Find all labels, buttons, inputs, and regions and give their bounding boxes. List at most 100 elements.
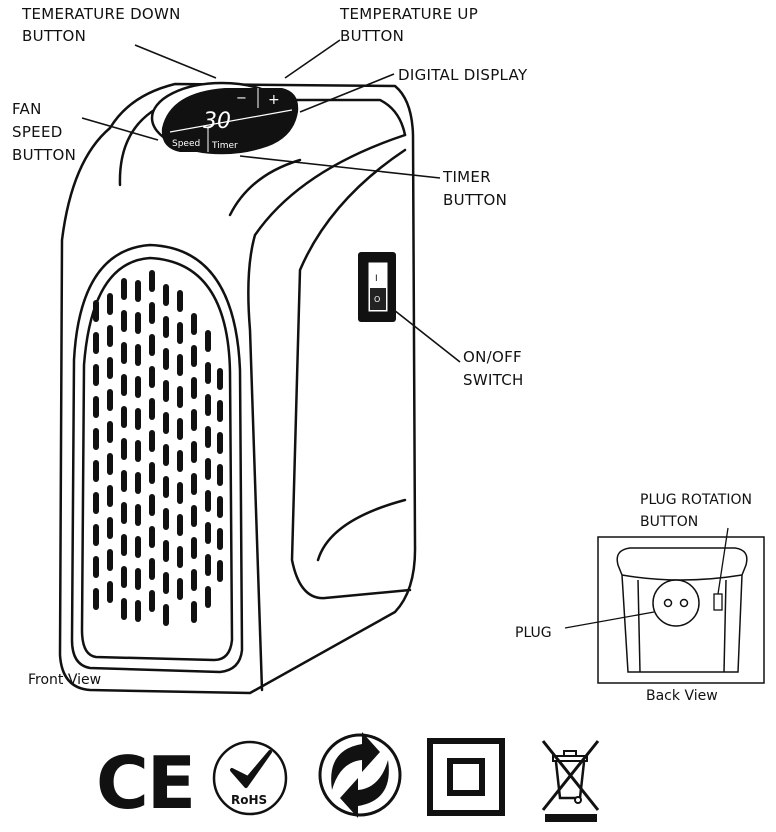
grille-slot <box>93 332 99 354</box>
grille-slot <box>135 376 141 398</box>
rohs-checkmark-icon <box>230 750 272 788</box>
timer-button-glyph[interactable]: Timer <box>211 141 238 151</box>
grille-slot <box>191 409 197 431</box>
grille-slot <box>191 441 197 463</box>
plug-socket <box>652 579 700 627</box>
grille-slot <box>107 421 113 443</box>
certification-icons: CE RoHS <box>96 732 600 825</box>
leader-temp-down <box>134 44 217 79</box>
grille-slot <box>107 293 113 315</box>
label-temp-down: TEMERATURE DOWN <box>21 5 181 23</box>
temp-up-button-glyph[interactable]: + <box>268 92 280 108</box>
label-temp-up-2: BUTTON <box>340 27 404 45</box>
grille-slot <box>205 362 211 384</box>
grille-slot <box>93 524 99 546</box>
grille-slot <box>93 300 99 322</box>
grille-slot <box>177 450 183 472</box>
plug-pin-left <box>663 598 673 608</box>
grille-slot <box>93 428 99 450</box>
weee-bar <box>545 814 597 822</box>
leader-lines <box>81 39 461 363</box>
heater-grille <box>93 270 223 626</box>
green-dot-arrow-left <box>331 732 380 790</box>
label-onoff-2: SWITCH <box>463 371 524 389</box>
grille-slot <box>107 389 113 411</box>
label-temp-down-2: BUTTON <box>22 27 86 45</box>
callout-labels: TEMERATURE DOWN BUTTON TEMPERATURE UP BU… <box>12 5 528 688</box>
grille-slot <box>163 380 169 402</box>
heater-side-line-inner <box>290 148 412 600</box>
green-dot-arrow-right <box>340 760 389 818</box>
grille-slot <box>135 504 141 526</box>
rohs-icon: RoHS <box>212 740 288 816</box>
grille-slot <box>217 368 223 390</box>
grille-slot <box>205 458 211 480</box>
grille-slot <box>205 394 211 416</box>
onoff-switch-rocker-low <box>370 288 386 310</box>
grille-slot <box>135 408 141 430</box>
grille-slot <box>93 396 99 418</box>
weee-bin-wheel <box>574 796 582 804</box>
back-view-body <box>616 547 748 673</box>
grille-slot <box>149 526 155 548</box>
grille-slot <box>191 345 197 367</box>
plug-rotation-button[interactable] <box>713 593 723 611</box>
grille-slot <box>135 472 141 494</box>
label-fan: FAN <box>12 100 42 118</box>
weee-bin-body <box>554 761 586 800</box>
leader-plug-rotation <box>717 527 729 595</box>
grille-slot <box>217 528 223 550</box>
grille-slot <box>121 438 127 460</box>
temp-down-button-glyph[interactable]: − <box>236 91 247 106</box>
display-readout: 30 <box>203 109 231 134</box>
leader-digital-display <box>299 73 395 113</box>
grille-slot <box>107 325 113 347</box>
double-insulation-outer <box>427 738 505 816</box>
grille-slot <box>135 440 141 462</box>
grille-slot <box>217 496 223 518</box>
switch-on-mark: I <box>375 274 378 284</box>
grille-slot <box>149 558 155 580</box>
label-timer: TIMER <box>442 168 491 186</box>
grille-slot <box>163 604 169 626</box>
grille-slot <box>107 453 113 475</box>
grille-slot <box>107 581 113 603</box>
grille-slot <box>149 494 155 516</box>
grille-slot <box>121 406 127 428</box>
onoff-switch[interactable]: I O <box>358 252 396 322</box>
heater-side-line-front <box>247 133 407 692</box>
control-panel: − + 30 Speed Timer <box>150 81 299 155</box>
leader-plug <box>564 611 655 629</box>
double-insulation-icon <box>427 738 505 816</box>
grille-slot <box>205 522 211 544</box>
grille-slot <box>177 482 183 504</box>
grille-slot <box>163 284 169 306</box>
label-plug-rotation-2: BUTTON <box>640 514 698 530</box>
fan-speed-button-glyph[interactable]: Speed <box>172 139 200 149</box>
grille-slot <box>121 342 127 364</box>
label-plug: PLUG <box>515 625 552 641</box>
ce-mark-icon: CE <box>96 741 196 825</box>
leader-onoff <box>393 309 461 363</box>
grille-slot <box>121 534 127 556</box>
grille-slot <box>107 357 113 379</box>
grille-slot <box>191 601 197 623</box>
grille-slot <box>121 310 127 332</box>
grille-slot <box>149 270 155 292</box>
grille-slot <box>93 364 99 386</box>
grille-slot <box>121 566 127 588</box>
label-digital-display: DIGITAL DISPLAY <box>398 66 528 84</box>
heater-grille-frame-inner <box>80 256 234 662</box>
grille-slot <box>191 377 197 399</box>
grille-slot <box>149 334 155 356</box>
control-panel-divider <box>169 109 293 133</box>
label-fan-3: BUTTON <box>12 146 76 164</box>
grille-slot <box>93 556 99 578</box>
label-onoff: ON/OFF <box>463 348 522 366</box>
heater-front-view <box>58 82 417 695</box>
grille-slot <box>163 476 169 498</box>
grille-slot <box>135 568 141 590</box>
grille-slot <box>121 374 127 396</box>
grille-slot <box>121 598 127 620</box>
